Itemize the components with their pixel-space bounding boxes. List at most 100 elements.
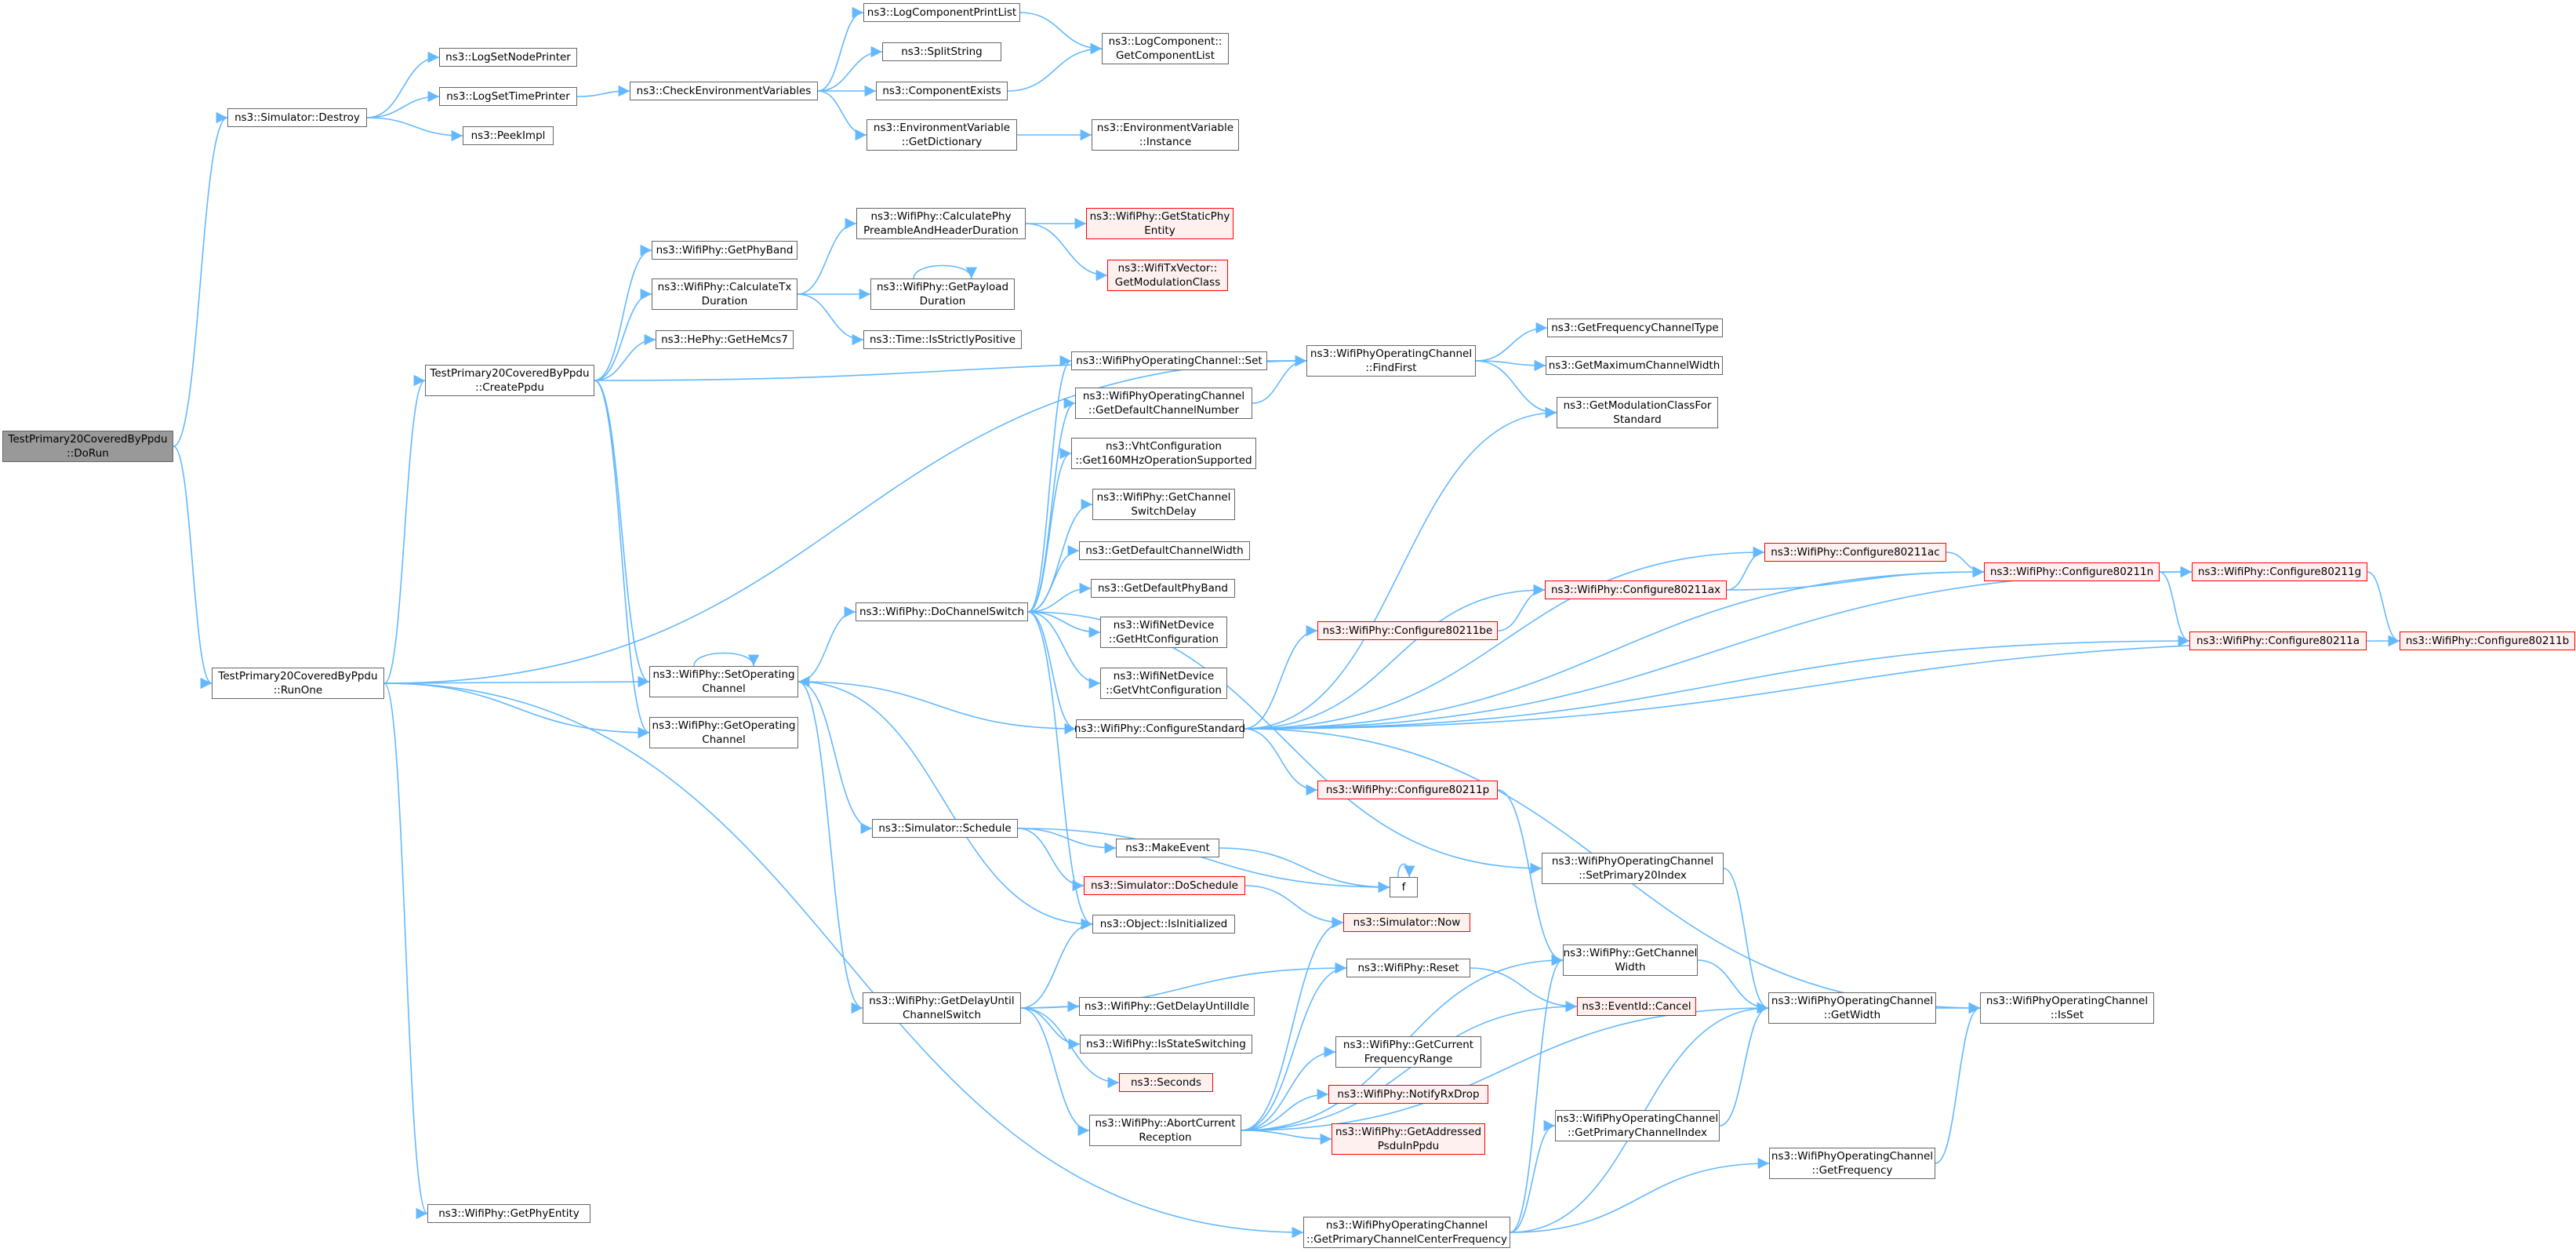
node-label: ns3::LogSetTimePrinter bbox=[446, 90, 570, 103]
node-vht160[interactable]: ns3::VhtConfiguration::Get160MHzOperatio… bbox=[1071, 438, 1256, 469]
edge-findfirst-getmodclassstd bbox=[1475, 360, 1557, 419]
node-opchgetwidth[interactable]: ns3::WifiPhyOperatingChannel::GetWidth bbox=[1768, 992, 1936, 1024]
node-lognode[interactable]: ns3::LogSetNodePrinter bbox=[439, 48, 577, 67]
node-label: ::GetWidth bbox=[1823, 1009, 1881, 1021]
node-cfgg[interactable]: ns3::WifiPhy::Configure80211g bbox=[2192, 562, 2367, 581]
node-compexists[interactable]: ns3::ComponentExists bbox=[876, 82, 1008, 100]
edge-findfirst-getmaxchwidth bbox=[1475, 359, 1546, 372]
node-cfgbe[interactable]: ns3::WifiPhy::Configure80211be bbox=[1317, 621, 1498, 640]
node-label: ns3::Time::IsStrictlyPositive bbox=[869, 333, 1016, 346]
node-cfgac[interactable]: ns3::WifiPhy::Configure80211ac bbox=[1764, 543, 1946, 562]
node-isstatesw[interactable]: ns3::WifiPhy::IsStateSwitching bbox=[1080, 1035, 1252, 1054]
node-strictpos[interactable]: ns3::Time::IsStrictlyPositive bbox=[863, 330, 1022, 349]
node-getprimchidx[interactable]: ns3::WifiPhyOperatingChannel::GetPrimary… bbox=[1555, 1110, 1720, 1141]
node-label: ns3::WifiPhyOperatingChannel bbox=[1771, 1150, 1934, 1163]
node-notifyrxdrop[interactable]: ns3::WifiPhy::NotifyRxDrop bbox=[1328, 1085, 1488, 1104]
node-envinstance[interactable]: ns3::EnvironmentVariable::Instance bbox=[1092, 119, 1239, 151]
edge-cfgn-cfga bbox=[2159, 571, 2190, 647]
node-getdelayuntilidle[interactable]: ns3::WifiPhy::GetDelayUntilIdle bbox=[1079, 997, 1255, 1016]
node-cfgax[interactable]: ns3::WifiPhy::Configure80211ax bbox=[1545, 581, 1727, 599]
edge-abortrx-notifyrxdrop bbox=[1241, 1088, 1329, 1131]
node-setprimary20[interactable]: ns3::WifiPhyOperatingChannel::SetPrimary… bbox=[1542, 853, 1724, 884]
node-destroy[interactable]: ns3::Simulator::Destroy bbox=[227, 108, 367, 127]
edge-getprimchidx-opchgetwidth bbox=[1719, 1002, 1769, 1126]
node-getfreqchtype[interactable]: ns3::GetFrequencyChannelType bbox=[1547, 318, 1723, 337]
node-getdefchwidth[interactable]: ns3::GetDefaultChannelWidth bbox=[1079, 541, 1250, 560]
node-reset[interactable]: ns3::WifiPhy::Reset bbox=[1346, 959, 1470, 977]
node-cfgp[interactable]: ns3::WifiPhy::Configure80211p bbox=[1317, 781, 1498, 799]
node-label: ns3::WifiPhyOperatingChannel bbox=[1082, 390, 1245, 402]
node-label: ns3::WifiPhy::Configure80211g bbox=[2197, 566, 2362, 578]
node-doschedule[interactable]: ns3::Simulator::DoSchedule bbox=[1084, 876, 1245, 895]
node-checkenv[interactable]: ns3::CheckEnvironmentVariables bbox=[630, 82, 818, 100]
edge-getdelayuntilcs-seconds bbox=[1020, 1007, 1120, 1089]
node-cfga[interactable]: ns3::WifiPhy::Configure80211a bbox=[2189, 631, 2367, 650]
node-createppdu[interactable]: TestPrimary20CoveredByPpdu::CreatePpdu bbox=[425, 365, 594, 396]
node-getcomplist[interactable]: ns3::LogComponent::GetComponentList bbox=[1102, 33, 1229, 64]
node-cancel[interactable]: ns3::EventId::Cancel bbox=[1577, 997, 1696, 1016]
node-getvhtconfig[interactable]: ns3::WifiNetDevice::GetVhtConfiguration bbox=[1100, 668, 1227, 699]
edge-setopch-isinit bbox=[798, 681, 1093, 930]
node-runone[interactable]: TestPrimary20CoveredByPpdu::RunOne bbox=[212, 668, 384, 699]
node-splitstring[interactable]: ns3::SplitString bbox=[882, 42, 1001, 61]
node-label: ns3::WifiPhy::CalculatePhy bbox=[870, 210, 1012, 223]
node-label: ns3::WifiPhyOperatingChannel bbox=[1310, 348, 1473, 360]
node-logcomplist[interactable]: ns3::LogComponentPrintList bbox=[863, 3, 1020, 22]
node-seconds[interactable]: ns3::Seconds bbox=[1119, 1073, 1213, 1092]
node-label: ns3::Simulator::DoSchedule bbox=[1091, 879, 1238, 892]
edge-cfgax-cfgac bbox=[1726, 546, 1765, 591]
node-getmodclass[interactable]: ns3::WifiTxVector::GetModulationClass bbox=[1107, 260, 1228, 291]
node-getmaxchwidth[interactable]: ns3::GetMaximumChannelWidth bbox=[1546, 356, 1723, 375]
node-label: ns3::GetDefaultPhyBand bbox=[1097, 582, 1228, 595]
node-getdefphyband[interactable]: ns3::GetDefaultPhyBand bbox=[1091, 579, 1235, 598]
node-root[interactable]: TestPrimary20CoveredByPpdu::DoRun bbox=[2, 431, 173, 462]
node-envdict[interactable]: ns3::EnvironmentVariable::GetDictionary bbox=[867, 119, 1017, 151]
node-opchisset[interactable]: ns3::WifiPhyOperatingChannel::IsSet bbox=[1980, 992, 2154, 1024]
node-getphyentity[interactable]: ns3::WifiPhy::GetPhyEntity bbox=[427, 1204, 590, 1223]
node-gethemcs7[interactable]: ns3::HePhy::GetHeMcs7 bbox=[656, 330, 794, 349]
edge-getdelayuntilcs-isstatesw bbox=[1020, 1007, 1081, 1050]
node-getdefchnum[interactable]: ns3::WifiPhyOperatingChannel::GetDefault… bbox=[1075, 388, 1252, 419]
node-simnow[interactable]: ns3::Simulator::Now bbox=[1343, 913, 1470, 932]
node-schedule[interactable]: ns3::Simulator::Schedule bbox=[872, 819, 1018, 838]
node-isinit[interactable]: ns3::Object::IsInitialized bbox=[1092, 915, 1235, 934]
edge-getdelayuntilcs-isinit bbox=[1020, 918, 1093, 1009]
node-findfirst[interactable]: ns3::WifiPhyOperatingChannel::FindFirst bbox=[1306, 345, 1476, 377]
node-cfgb[interactable]: ns3::WifiPhy::Configure80211b bbox=[2400, 631, 2575, 650]
edge-dochsw-getdefchwidth bbox=[1027, 544, 1080, 613]
node-opchset[interactable]: ns3::WifiPhyOperatingChannel::Set bbox=[1071, 351, 1267, 370]
node-logtime[interactable]: ns3::LogSetTimePrinter bbox=[439, 87, 577, 106]
edge-getprimchcf-getchwidth bbox=[1510, 954, 1564, 1233]
node-makeevent[interactable]: ns3::MakeEvent bbox=[1116, 839, 1219, 857]
node-gethtconfig[interactable]: ns3::WifiNetDevice::GetHtConfiguration bbox=[1100, 617, 1227, 648]
node-peek[interactable]: ns3::PeekImpl bbox=[463, 126, 554, 145]
node-dochsw[interactable]: ns3::WifiPhy::DoChannelSwitch bbox=[856, 602, 1028, 621]
node-getprimchcf[interactable]: ns3::WifiPhyOperatingChannel::GetPrimary… bbox=[1303, 1217, 1510, 1248]
node-label: ns3::WifiPhy::GetAddressed bbox=[1335, 1126, 1482, 1138]
edge-cfgbe-cfgax bbox=[1497, 584, 1546, 631]
node-cfgn[interactable]: ns3::WifiPhy::Configure80211n bbox=[1984, 562, 2160, 581]
node-label: ns3::WifiPhyOperatingChannel bbox=[1556, 1112, 1719, 1125]
edge-createppdu-getopch bbox=[594, 380, 650, 739]
edge-cfgg-cfgb bbox=[2367, 571, 2400, 647]
node-label: TestPrimary20CoveredByPpdu bbox=[218, 670, 378, 682]
node-opchgetfreq[interactable]: ns3::WifiPhyOperatingChannel::GetFrequen… bbox=[1769, 1148, 1935, 1179]
node-f[interactable]: f bbox=[1390, 877, 1418, 897]
edge-createppdu-gethemcs7 bbox=[594, 333, 656, 381]
node-getphyband[interactable]: ns3::WifiPhy::GetPhyBand bbox=[652, 241, 798, 260]
node-configstd[interactable]: ns3::WifiPhy::ConfigureStandard bbox=[1074, 719, 1245, 738]
edge-dochsw-getdefchnum bbox=[1027, 397, 1076, 613]
